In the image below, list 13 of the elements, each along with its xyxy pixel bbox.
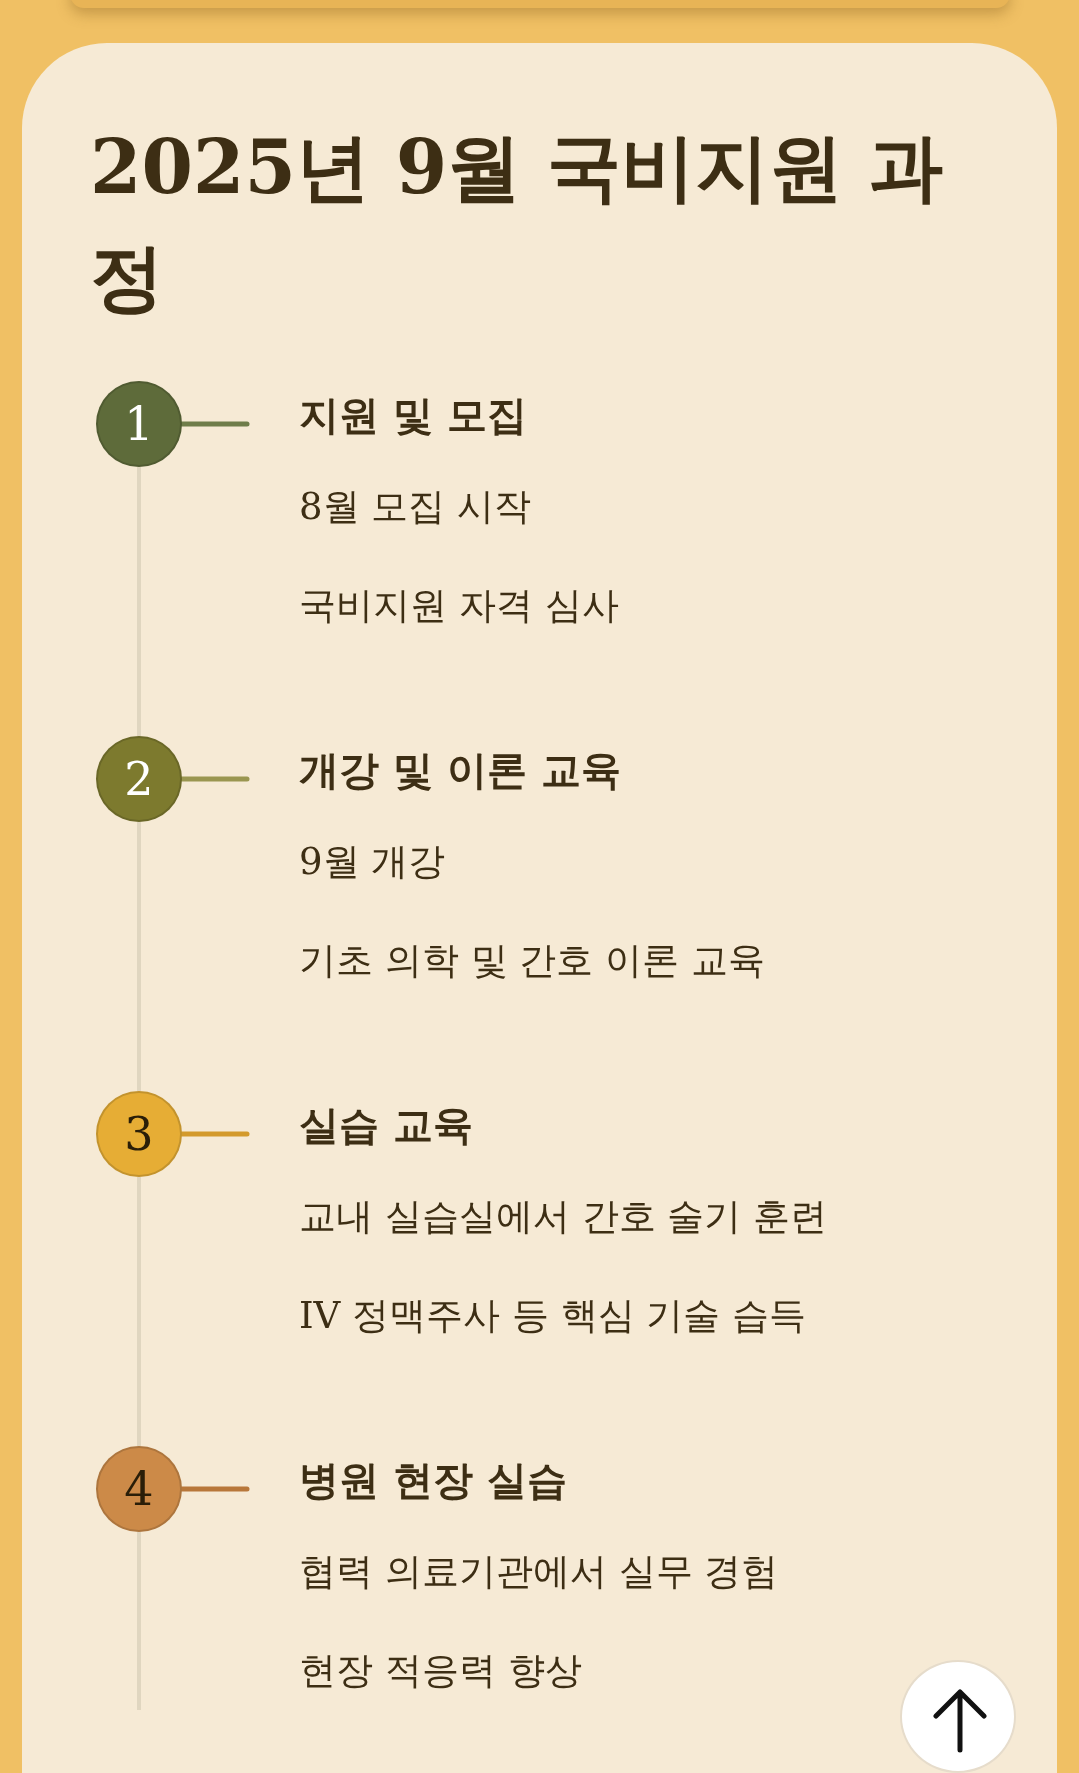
step-item: IV 정맥주사 등 핵심 기술 습득	[299, 1293, 807, 1339]
step-heading: 실습 교육	[299, 1101, 473, 1150]
step-heading: 개강 및 이론 교육	[299, 746, 621, 795]
step-item: 교내 실습실에서 간호 술기 훈련	[299, 1194, 828, 1240]
step-item: 8월 모집 시작	[299, 484, 532, 530]
step-item: 기초 의학 및 간호 이론 교육	[299, 938, 765, 984]
step-heading: 지원 및 모집	[299, 391, 527, 440]
step-item: 현장 적응력 향상	[299, 1648, 582, 1694]
step-heading: 병원 현장 실습	[299, 1456, 567, 1505]
step-item: 9월 개강	[299, 839, 446, 885]
step-item: 협력 의료기관에서 실무 경험	[299, 1549, 779, 1595]
title: 2025년 9월 국비지원 과정	[90, 123, 944, 322]
step-item: 국비지원 자격 심사	[299, 583, 619, 629]
